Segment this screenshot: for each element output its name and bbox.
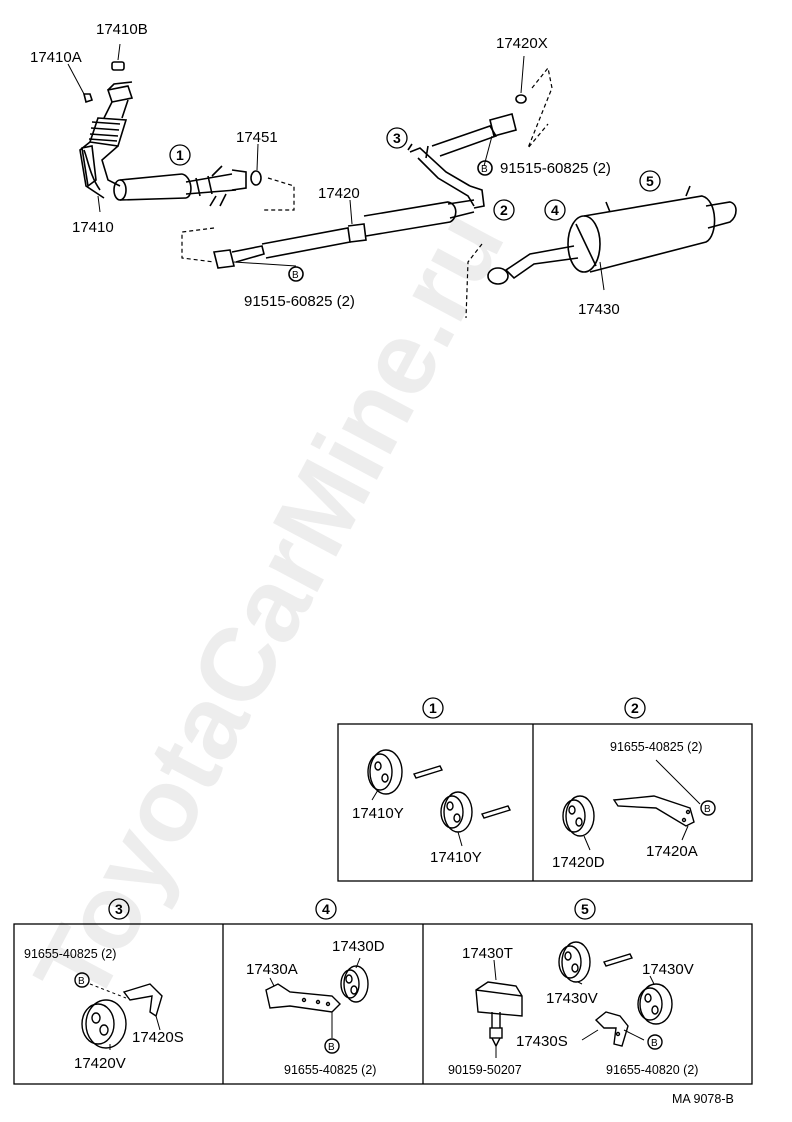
b-symbol: B: [704, 804, 711, 815]
box-num-3: 3: [115, 901, 123, 917]
label-17430T: 17430T: [462, 945, 513, 962]
label-91655-40825: 91655-40825 (2): [284, 1063, 376, 1077]
flange-17410B[interactable]: [107, 81, 133, 91]
main-callouts: [169, 127, 661, 221]
detail-box-1-2: [337, 723, 753, 882]
rubber-hanger-17410Y[interactable]: [440, 791, 473, 833]
rubber-hanger-17430V[interactable]: [637, 983, 673, 1025]
label-91655-40825: 91655-40825 (2): [24, 947, 116, 961]
b-symbol: B: [481, 164, 488, 175]
watermark: ToyotaCarMine.ru: [13, 193, 527, 1021]
box-num-5: 5: [581, 901, 589, 917]
label-90159-50207: 90159-50207: [448, 1063, 522, 1077]
label-17410Y: 17410Y: [430, 849, 482, 866]
front-pipe-17410[interactable]: [79, 85, 247, 207]
b-symbol: B: [292, 270, 299, 281]
label-17430V: 17430V: [642, 961, 694, 978]
label-17430D: 17430D: [332, 938, 385, 955]
box-num-4: 4: [322, 901, 330, 917]
exhaust-assembly: [67, 43, 737, 319]
label-17430: 17430: [578, 301, 620, 318]
label-17420X: 17420X: [496, 35, 548, 52]
b-symbol: B: [651, 1038, 658, 1049]
footer-code: MA 9078-B: [672, 1092, 734, 1106]
detail-box-3-4-5: [13, 923, 753, 1085]
gasket-17420X[interactable]: [515, 94, 527, 104]
label-17420: 17420: [318, 185, 360, 202]
label-17410A: 17410A: [30, 49, 82, 66]
callout-4[interactable]: 4: [551, 202, 559, 218]
rod: [413, 765, 443, 779]
bracket-17420S[interactable]: [122, 983, 163, 1018]
label-91655-40820: 91655-40820 (2): [606, 1063, 698, 1077]
box-num-2: 2: [631, 700, 639, 716]
label-17410B: 17410B: [96, 21, 148, 38]
box-num-1: 1: [429, 700, 437, 716]
bolt-90159-50207[interactable]: [489, 1027, 503, 1048]
label-17410Y: 17410Y: [352, 805, 404, 822]
rubber-hanger-17430V[interactable]: [558, 941, 591, 983]
rubber-hanger-17420D[interactable]: [562, 795, 595, 837]
center-pipe-17420[interactable]: [213, 113, 517, 269]
rod: [481, 805, 511, 819]
callout-3[interactable]: 3: [393, 130, 401, 146]
rubber-hanger-17420V[interactable]: [81, 999, 127, 1049]
label-17420A: 17420A: [646, 843, 698, 860]
callout-2[interactable]: 2: [500, 202, 508, 218]
mount-17430T[interactable]: [475, 981, 523, 1028]
b-symbol: B: [328, 1042, 335, 1053]
gasket-17410B[interactable]: [111, 61, 125, 71]
label-17430V: 17430V: [546, 990, 598, 1007]
b-symbol: B: [78, 976, 85, 987]
nut-17410A[interactable]: [82, 93, 94, 104]
label-17451: 17451: [236, 129, 278, 146]
label-91515-left: 91515-60825 (2): [244, 293, 355, 310]
bracket-17430S[interactable]: [594, 1011, 629, 1047]
callout-5[interactable]: 5: [646, 173, 654, 189]
label-91655-40825: 91655-40825 (2): [610, 740, 702, 754]
label-91515-right: 91515-60825 (2): [500, 160, 611, 177]
label-17430S: 17430S: [516, 1033, 568, 1050]
rubber-hanger-17410Y[interactable]: [367, 749, 403, 795]
label-17420S: 17420S: [132, 1029, 184, 1046]
rubber-hanger-17430D[interactable]: [340, 965, 369, 1003]
bracket-17430A[interactable]: [265, 983, 341, 1013]
rod: [603, 953, 633, 967]
label-17420D: 17420D: [552, 854, 605, 871]
label-17410: 17410: [72, 219, 114, 236]
label-17420V: 17420V: [74, 1055, 126, 1072]
bracket-17420A[interactable]: [612, 795, 695, 827]
muffler-17430[interactable]: [487, 185, 737, 285]
gasket-17451[interactable]: [250, 170, 262, 186]
callout-1[interactable]: 1: [176, 147, 184, 163]
label-17430A: 17430A: [246, 961, 298, 978]
